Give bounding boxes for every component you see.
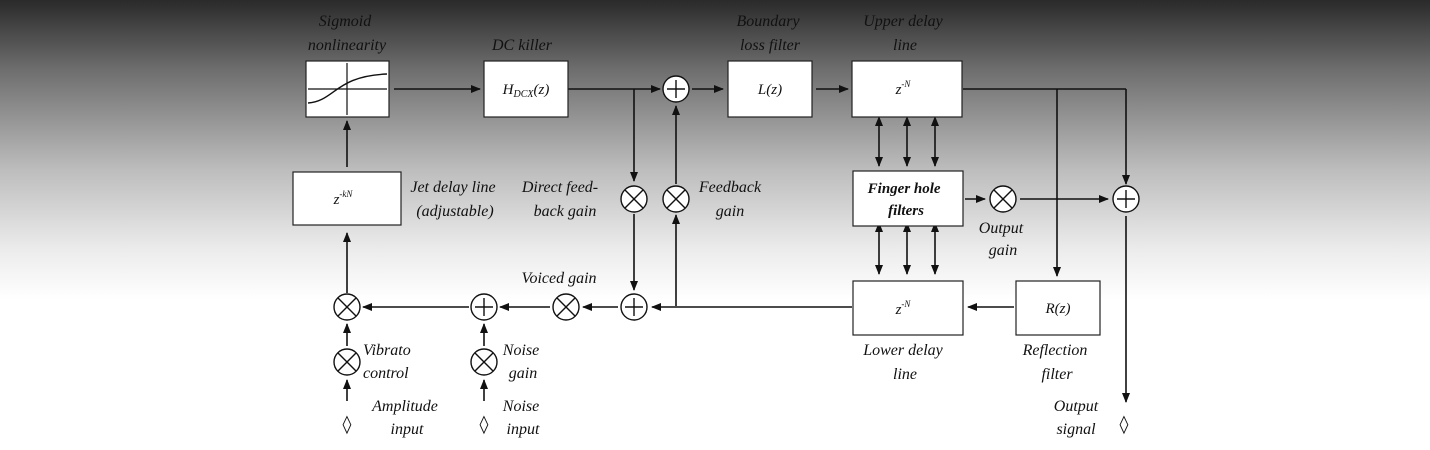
lower-delay-formula: z-N — [895, 299, 912, 318]
dc-killer-formula: HDCX(z) — [502, 82, 550, 100]
vibrato-gain-node — [333, 348, 361, 376]
loss-filter-block: L(z) — [727, 60, 813, 118]
direct-feedback-gain-node — [620, 185, 648, 213]
lower-delay-caption: Lower delay line — [862, 342, 947, 383]
sigmoid-curve-icon — [307, 73, 388, 104]
loss-filter-caption: Boundary loss filter — [736, 13, 803, 54]
output-gain-node — [989, 185, 1017, 213]
sum-node-output — [1112, 185, 1140, 213]
loss-filter-formula: L(z) — [757, 82, 782, 98]
noise-input-port-icon: ◊ — [480, 414, 489, 435]
sum-node-noise — [470, 293, 498, 321]
feedback-gain-label: Feedback gain — [698, 179, 765, 220]
dc-killer-caption: DC killer — [491, 37, 553, 54]
voiced-gain-node — [552, 293, 580, 321]
jet-delay-block: z-kN — [292, 171, 402, 226]
upper-delay-formula: z-N — [895, 79, 912, 98]
jet-delay-caption: Jet delay line (adjustable) — [410, 179, 499, 220]
output-signal-label: Output signal — [1054, 398, 1102, 438]
sigmoid-caption: Sigmoid nonlinearity — [308, 13, 387, 54]
amplitude-input-port-icon: ◊ — [343, 414, 352, 435]
upper-delay-block: z-N — [851, 60, 963, 118]
sigmoid-caption-1: Sigmoid — [319, 13, 372, 30]
amplitude-input-label: Amplitude input — [371, 398, 442, 438]
lower-delay-block: z-N — [852, 280, 964, 336]
dc-killer-block: HDCX(z) — [483, 60, 569, 118]
output-signal-port-icon: ◊ — [1120, 414, 1129, 435]
noise-gain-node — [470, 348, 498, 376]
signal-wires — [343, 85, 1130, 403]
upper-delay-caption: Upper delay line — [863, 13, 947, 54]
voiced-gain-label: Voiced gain — [521, 270, 596, 287]
noise-input-label: Noise input — [502, 398, 543, 438]
noise-gain-label: Noise gain — [502, 342, 543, 382]
reflection-filter-block: R(z) — [1015, 280, 1101, 336]
direct-feedback-gain-label: Direct feed- back gain — [521, 179, 602, 220]
jet-delay-formula: z-kN — [333, 189, 354, 208]
finger-hole-filters-block: Finger hole filters — [852, 170, 964, 227]
reflection-filter-formula: R(z) — [1045, 301, 1071, 317]
output-gain-label: Output gain — [979, 220, 1027, 259]
sum-node-feedback — [620, 293, 648, 321]
feedback-gain-node — [662, 185, 690, 213]
sigmoid-block — [305, 60, 390, 118]
vibrato-control-label: Vibrato control — [363, 342, 415, 382]
finger-hole-filters-label: Finger hole filters — [867, 181, 945, 219]
reflection-filter-caption: Reflection filter — [1022, 342, 1092, 383]
sigmoid-caption-2: nonlinearity — [308, 37, 387, 54]
sum-node-top — [662, 75, 690, 103]
jet-input-gain-node — [333, 293, 361, 321]
